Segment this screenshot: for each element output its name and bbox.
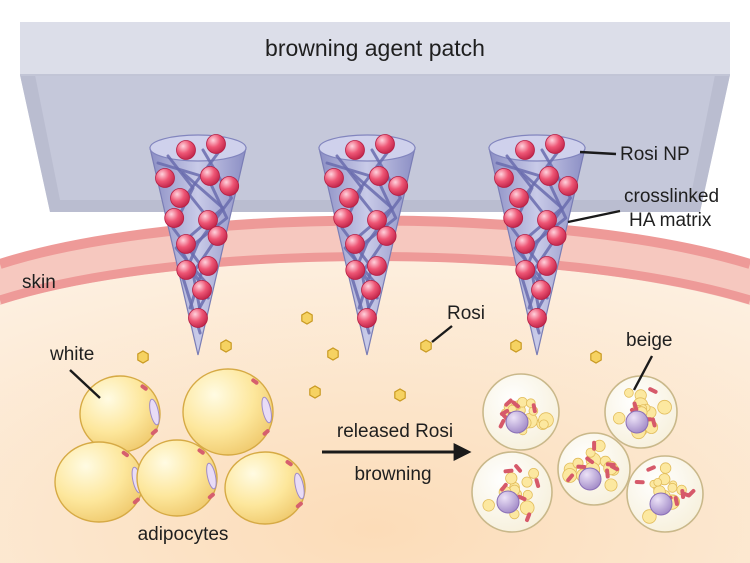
microneedle-icon [318, 134, 416, 356]
beige-adipocyte-icon [626, 455, 704, 533]
rosi-molecule-icon [220, 339, 232, 353]
nanoparticle-icon [357, 308, 377, 328]
nanoparticle-icon [388, 176, 409, 196]
adipocytes-label: adipocytes [138, 524, 229, 545]
white-label: white [49, 344, 94, 365]
adipocyte-icon [79, 375, 161, 453]
nanoparticle-icon [198, 256, 218, 276]
nanoparticle-icon [367, 210, 387, 230]
released-rosi-label: released Rosi [337, 421, 453, 442]
nanoparticle-icon [537, 210, 557, 230]
rosi-np-pointer [579, 150, 617, 156]
microneedle-icon [488, 134, 586, 356]
nanoparticle-icon [176, 234, 196, 254]
rosi-np-label: Rosi NP [620, 144, 690, 165]
beige-pointer [632, 355, 654, 391]
nanoparticle-icon [527, 308, 547, 328]
beige-adipocyte-cluster [471, 373, 704, 533]
nanoparticle-icon [188, 308, 208, 328]
nanoparticle-icon [170, 188, 190, 208]
nanoparticle-icon [545, 134, 565, 154]
matrix-pointer [567, 209, 621, 224]
nanoparticle-icon [164, 208, 185, 228]
nanoparticle-icon [558, 176, 579, 196]
rosi-molecule-icon [590, 350, 602, 364]
nanoparticle-icon [509, 188, 529, 208]
skin-label: skin [22, 272, 56, 293]
adipocyte-icon [182, 368, 274, 456]
nanoparticle-icon [531, 280, 551, 300]
nanoparticle-icon [515, 260, 536, 280]
nanoparticle-icon [176, 140, 196, 160]
rosi-label: Rosi [447, 303, 485, 324]
nanoparticle-icon [345, 140, 365, 160]
beige-label: beige [626, 330, 673, 351]
matrix-label-line2: HA matrix [629, 210, 712, 231]
nanoparticle-icon [219, 176, 240, 196]
nanoparticle-icon [345, 234, 365, 254]
nanoparticle-icon [206, 134, 226, 154]
nanoparticle-icon [369, 166, 389, 186]
nanoparticle-icon [198, 210, 218, 230]
white-adipocyte-cluster [54, 368, 306, 525]
nanoparticle-icon [515, 234, 535, 254]
nanoparticle-icon [546, 226, 567, 246]
beige-adipocyte-icon [604, 375, 678, 449]
nanoparticle-icon [207, 226, 228, 246]
matrix-label-line1: crosslinked [624, 186, 719, 207]
rosi-molecule-icon [327, 347, 339, 361]
beige-adipocyte-icon [557, 432, 631, 506]
nanoparticle-icon [200, 166, 220, 186]
rosi-molecule-icon [420, 339, 432, 353]
rosi-molecule-icon [309, 385, 321, 399]
released-rosi-molecules [137, 311, 602, 411]
patch-label: browning agent patch [265, 35, 485, 61]
nanoparticle-icon [333, 208, 354, 228]
nanoparticle-icon [539, 166, 559, 186]
nanoparticle-icon [515, 140, 535, 160]
nanoparticle-icon [494, 168, 514, 188]
nanoparticle-icon [367, 256, 387, 276]
beige-adipocyte-icon [471, 451, 553, 533]
adipocyte-icon [54, 441, 144, 523]
beige-adipocyte-icon [482, 373, 560, 451]
nanoparticle-icon [339, 188, 359, 208]
adipocyte-icon [224, 451, 306, 525]
rosi-molecule-icon [394, 388, 406, 402]
nanoparticle-icon [176, 260, 197, 280]
nanoparticle-icon [375, 134, 395, 154]
browning-label: browning [354, 464, 431, 485]
adipocyte-icon [136, 439, 218, 517]
rosi-pointer [431, 325, 453, 343]
nanoparticle-icon [155, 168, 175, 188]
rosi-molecule-icon [510, 339, 522, 353]
nanoparticle-icon [376, 226, 397, 246]
nanoparticle-icon [361, 280, 381, 300]
nanoparticle-icon [503, 208, 524, 228]
nanoparticle-icon [537, 256, 557, 276]
rosi-molecule-icon [137, 350, 149, 364]
nanoparticle-icon [192, 280, 212, 300]
microneedle-array [149, 134, 586, 356]
patch-top-face [20, 22, 730, 75]
nanoparticle-icon [345, 260, 366, 280]
rosi-molecule-icon [301, 311, 313, 325]
microneedle-icon [149, 134, 247, 356]
nanoparticle-icon [324, 168, 344, 188]
white-pointer [69, 369, 101, 399]
